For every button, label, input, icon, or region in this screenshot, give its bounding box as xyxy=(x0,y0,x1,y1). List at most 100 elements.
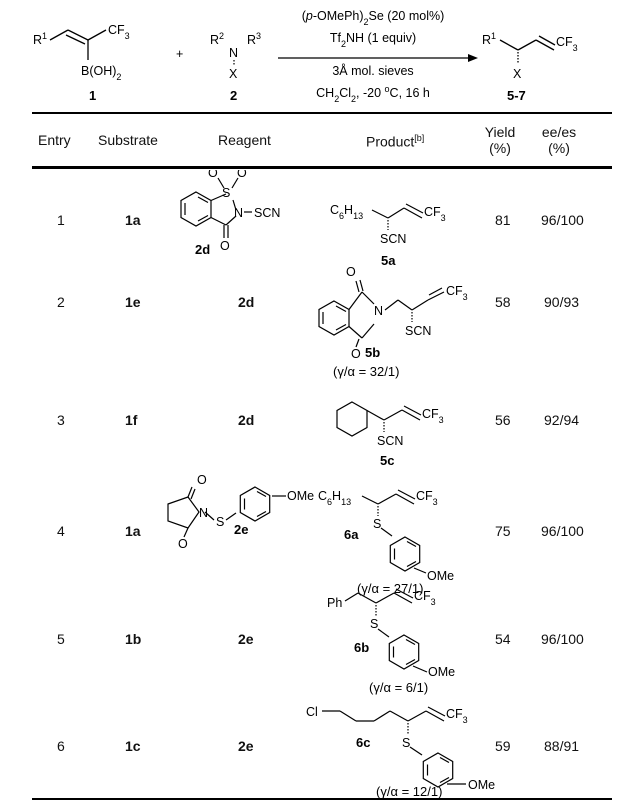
x-label: X xyxy=(229,67,238,81)
row2-yield: 58 xyxy=(495,294,511,310)
product-5b-n: N xyxy=(374,304,383,318)
product-6b-aryl-ring xyxy=(388,634,420,670)
header-product-footnote: [b] xyxy=(414,133,425,143)
sieves-text: 3Å mol. sieves xyxy=(332,63,413,78)
product-6a-ome: OMe xyxy=(427,569,454,583)
product-6a-cf3: CF3 xyxy=(416,489,438,507)
boh2-label: B(OH)2 xyxy=(81,64,121,82)
n-label: N xyxy=(229,46,238,60)
header-entry: Entry xyxy=(38,132,71,148)
reagent-2d-o1: O xyxy=(208,170,218,180)
row6-yield: 59 xyxy=(495,738,511,754)
product-5c-scn: SCN xyxy=(377,434,403,448)
product-5a-label: 5a xyxy=(381,253,396,268)
reagent-2e-ome: OMe xyxy=(287,489,314,503)
row6-substrate: 1c xyxy=(125,738,141,754)
header-yield: Yield(%) xyxy=(480,124,520,156)
product-6b-cf3: CF3 xyxy=(414,589,436,607)
header-substrate: Substrate xyxy=(98,132,158,148)
cf3-label: CF3 xyxy=(108,23,130,41)
product-5b-scn: SCN xyxy=(405,324,431,338)
header-yield-text: Yield xyxy=(484,124,516,140)
plus-sign: + xyxy=(176,47,183,61)
table-top-rule xyxy=(32,112,612,114)
product-5b-o2: O xyxy=(351,347,361,361)
product-6a-ratio: (γ/α = 27/1) xyxy=(357,581,423,596)
header-reagent: Reagent xyxy=(218,132,271,148)
header-product-text: Product xyxy=(366,133,415,150)
product-number: 5-7 xyxy=(507,88,526,103)
table-header-rule xyxy=(32,166,612,169)
catalyst-text: (p-OMePh)2Se (20 mol%) xyxy=(302,9,445,27)
row2-reagent: 2d xyxy=(238,294,255,310)
product-6c-cf3: CF3 xyxy=(446,707,468,725)
acid-text: Tf2NH (1 equiv) xyxy=(330,31,416,49)
product-5a-c6h13: C6H13 xyxy=(330,203,363,221)
reagent-2e-n: N xyxy=(199,506,208,520)
row5-entry: 5 xyxy=(57,631,65,647)
substrate-1-structure xyxy=(49,29,107,60)
product-5b-label: 5b xyxy=(365,345,380,360)
row3-substrate: 1f xyxy=(125,412,138,428)
product-6b-ome: OMe xyxy=(428,665,455,679)
row5-substrate: 1b xyxy=(125,631,142,647)
product-6b-ph: Ph xyxy=(327,596,342,610)
product-6c-cl: Cl xyxy=(306,705,318,719)
table-bottom-rule xyxy=(32,798,612,800)
sm1-number: 1 xyxy=(89,88,96,103)
product-5b-cf3: CF3 xyxy=(446,284,468,302)
reagent-2e-o2: O xyxy=(178,537,188,551)
header-product: Product[b] xyxy=(366,130,424,150)
reaction-scheme: R1 CF3 B(OH)2 1 + R2 N R3 X 2 (p-OMePh)2… xyxy=(33,9,578,104)
product-6c-label: 6c xyxy=(356,735,370,750)
row5-yield: 54 xyxy=(495,631,511,647)
product-6b-label: 6b xyxy=(354,640,369,655)
r3-label: R3 xyxy=(247,31,261,47)
structures-layer: S O O N SCN O 2d C6H13 CF3 SCN 5a O N O … xyxy=(167,170,495,799)
product-6c-s: S xyxy=(402,736,410,750)
row1-substrate: 1a xyxy=(125,212,141,228)
product-5b-structure xyxy=(318,279,445,348)
header-ee: ee/es(%) xyxy=(534,124,584,156)
product-5b-o1: O xyxy=(346,265,356,279)
row3-entry: 3 xyxy=(57,412,65,428)
row6-ee: 88/91 xyxy=(544,738,580,754)
row6-entry: 6 xyxy=(57,738,65,754)
reagent-2d-o3: O xyxy=(220,239,230,253)
row1-yield: 81 xyxy=(495,212,511,228)
row6-reagent: 2e xyxy=(238,738,254,754)
row4-reagent: 2e xyxy=(234,522,248,537)
product-6a-aryl-ring xyxy=(389,536,421,572)
product-5b-ratio: (γ/α = 32/1) xyxy=(333,364,399,379)
product-r1-label: R1 xyxy=(482,31,496,47)
row4-substrate: 1a xyxy=(125,523,141,539)
product-6a-c6h13: C6H13 xyxy=(318,489,351,507)
product-5a-cf3: CF3 xyxy=(424,205,446,223)
product-6a-s: S xyxy=(373,517,381,531)
header-ee-unit: (%) xyxy=(548,140,570,156)
row3-reagent: 2d xyxy=(238,412,255,428)
row4-entry: 4 xyxy=(57,523,65,539)
reagent-2e-o1: O xyxy=(197,473,207,487)
product-5c-label: 5c xyxy=(380,453,394,468)
row1-ee: 96/100 xyxy=(541,212,584,228)
sm2-number: 2 xyxy=(230,88,237,103)
reagent-2e-aryl-ring xyxy=(239,486,271,522)
reagent-2d-o2: O xyxy=(237,170,247,180)
row4-yield: 75 xyxy=(495,523,511,539)
product-6b-ratio: (γ/α = 6/1) xyxy=(369,680,428,695)
conditions-text: CH2Cl2, -20 oC, 16 h xyxy=(316,84,430,104)
product-x-label: X xyxy=(513,67,522,81)
reagent-2d-n: N xyxy=(234,206,243,220)
row2-ee: 90/93 xyxy=(544,294,580,310)
row2-entry: 2 xyxy=(57,294,65,310)
product-6a-label: 6a xyxy=(344,527,359,542)
row2-substrate: 1e xyxy=(125,294,141,310)
product-5c-structure xyxy=(336,401,422,437)
reagent-2d-structure xyxy=(180,177,252,238)
reagent-2e-s: S xyxy=(216,515,224,529)
row5-reagent: 2e xyxy=(238,631,254,647)
row4-ee: 96/100 xyxy=(541,523,584,539)
reagent-2d-scn: SCN xyxy=(254,206,280,220)
header-ee-text: ee/es xyxy=(541,124,577,140)
